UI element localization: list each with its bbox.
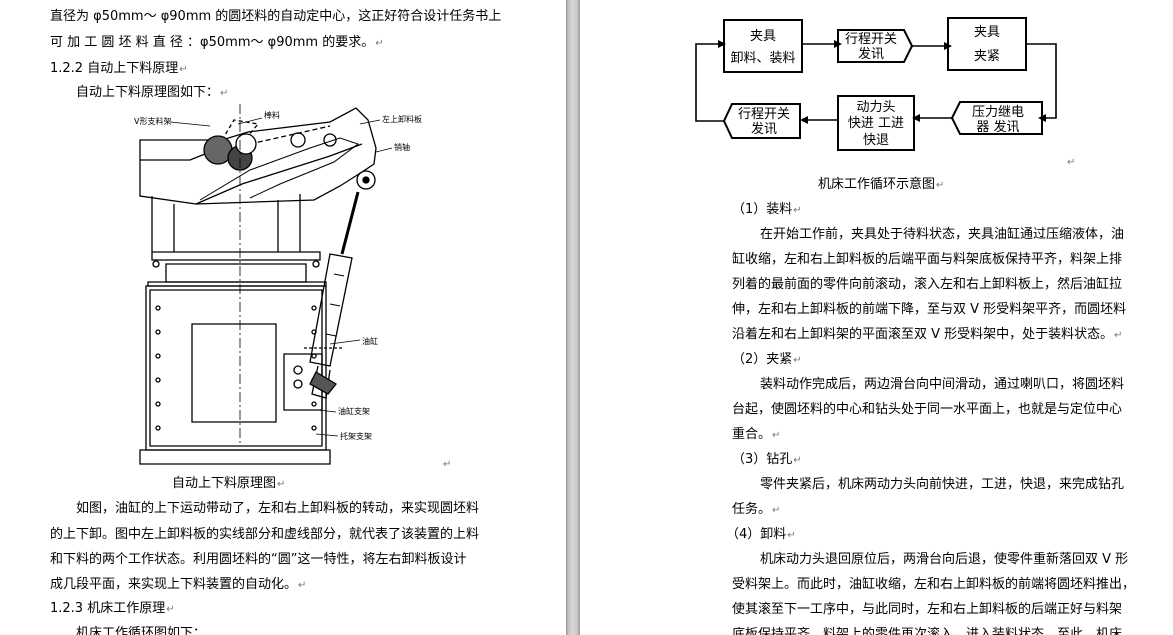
- page-gutter: [566, 0, 580, 635]
- paragraph-line: 受料架上。而此时，油缸收缩，左和右上卸料板的前端将圆坯料推出，: [732, 577, 1136, 592]
- paragraph-mark: ↵: [1067, 157, 1076, 168]
- section-title-loading: （1）装料↵: [732, 202, 802, 217]
- svg-text:行程开关: 行程开关: [738, 107, 790, 122]
- svg-text:发讯: 发讯: [751, 121, 777, 137]
- figure-caption: 自动上下料原理图↵: [172, 476, 286, 491]
- section-heading-1-2-2: 1.2.2 自动上下料原理↵: [50, 61, 188, 76]
- svg-text:动力头: 动力头: [856, 100, 895, 115]
- label-v-bracket: V形支料架: [134, 116, 171, 126]
- paragraph-mark: ↵: [443, 459, 452, 470]
- paragraph-line: 伸，左和右上卸料板的前端下降，至与双 V 形受料架平齐，而圆坯料: [732, 302, 1127, 317]
- flow-box-power-head: [837, 95, 915, 151]
- paragraph-line: 装料动作完成后，两边滑台向中间滑动，通过喇叭口，将圆坯料: [760, 377, 1125, 392]
- flowchart-caption: 机床工作循环示意图↵: [818, 177, 945, 192]
- figure-intro: 自动上下料原理图如下：↵: [76, 85, 229, 100]
- svg-text:夹紧: 夹紧: [974, 49, 1000, 64]
- left-document-page: 直径为 φ50mm～ φ90mm 的圆坯料的自动定中心，这正好符合设计任务书上 …: [0, 0, 566, 635]
- paragraph-line: 零件夹紧后，机床两动力头向前快进，工进，快退，来完成钻孔: [760, 477, 1125, 492]
- paragraph-line: 沿着左和右上卸料架的平面滚至双 V 形受料架中，处于装料状态。↵: [732, 327, 1123, 342]
- paragraph-line: 任务。↵: [732, 502, 781, 517]
- svg-text:行程开关: 行程开关: [845, 32, 897, 47]
- flow-box-limit-switch-1: [837, 29, 914, 63]
- label-pin: 销轴: [394, 142, 410, 152]
- paragraph-line: 底板保持平齐，料架上的零件再次滚入，进入装料状态。至此，机床: [732, 627, 1123, 635]
- paragraph-line: 可 加 工 圆 坯 料 直 径 ：φ50mm～ φ90mm 的要求。↵: [50, 35, 384, 50]
- paragraph-line: 直径为 φ50mm～ φ90mm 的圆坯料的自动定中心，这正好符合设计任务书上: [50, 9, 502, 24]
- paragraph-line: 如图，油缸的上下运动带动了，左和右上卸料板的转动，来实现圆坯料: [76, 501, 480, 516]
- paragraph-line: 机床动力头退回原位后，两滑台向后退，使零件重新落回双 V 形: [760, 552, 1129, 567]
- right-document-page: 夹具 卸料、装料 行程开关 发讯 夹具 夹紧 压力继电 器 发讯 动力头 快进 …: [580, 0, 1173, 635]
- section-title-clamping: （2）夹紧↵: [732, 352, 802, 367]
- flow-box-unload-load: [723, 19, 803, 73]
- section-heading-1-2-3: 1.2.3 机床工作原理↵: [50, 601, 175, 616]
- svg-text:快退: 快退: [863, 133, 889, 148]
- paragraph-line: 缸收缩，左和右上卸料板的后端平面与料架底板保持平齐，料架上排: [732, 252, 1123, 267]
- auto-loading-mechanism-figure: V形支料架 棒料 左上卸料板 销轴 油缸 油缸支架 托架支架: [134, 104, 422, 465]
- svg-text:夹具: 夹具: [974, 25, 1000, 40]
- label-left-plate: 左上卸料板: [382, 114, 422, 124]
- svg-text:卸料、装料: 卸料、装料: [730, 50, 795, 66]
- svg-text:器 发讯: 器 发讯: [976, 119, 1019, 135]
- paragraph-line: 在开始工作前，夹具处于待料状态，夹具油缸通过压缩液体，油: [760, 227, 1125, 242]
- svg-text:发讯: 发讯: [858, 46, 884, 62]
- flow-box-limit-switch-2: [722, 103, 801, 139]
- svg-text:夹具: 夹具: [750, 29, 776, 44]
- section-title-drilling: （3）钻孔↵: [732, 452, 802, 467]
- paragraph-line: 成几段平面，来实现上下料装置的自动化。↵: [50, 577, 307, 592]
- paragraph-line: 的上下卸。图中左上卸料板的实线部分和虚线部分，就代表了该装置的上料: [50, 527, 480, 542]
- paragraph-line: 列着的最前面的零件向前滚动，滚入左和右上卸料板上，然后油缸拉: [732, 277, 1123, 292]
- label-stock: 棒料: [264, 110, 280, 120]
- paragraph-line: 重合。↵: [732, 427, 781, 442]
- paragraph-line: 台起，使圆坯料的中心和钻头处于同一水平面上，也就是与定位中心: [732, 402, 1123, 417]
- machine-cycle-flowchart: 夹具 卸料、装料 行程开关 发讯 夹具 夹紧 压力继电 器 发讯 动力头 快进 …: [695, 17, 1057, 151]
- svg-text:压力继电: 压力继电: [972, 105, 1024, 120]
- label-cylinder: 油缸: [362, 336, 378, 346]
- label-cylinder-support: 油缸支架: [338, 406, 370, 416]
- paragraph-line: 和下料的两个工作状态。利用圆坯料的“圆”这一特性，将左右卸料板设计: [50, 552, 467, 567]
- flow-box-pressure-relay: [950, 101, 1043, 135]
- figure-intro: 机床工作循环图如下：: [76, 626, 207, 635]
- paragraph-line: 使其滚至下一工序中，与此同时，左和右上卸料板的后端正好与料架: [732, 602, 1123, 617]
- section-title-unloading: （4）卸料↵: [726, 527, 796, 542]
- label-base-support: 托架支架: [340, 431, 372, 441]
- svg-text:快进 工进: 快进 工进: [848, 116, 904, 131]
